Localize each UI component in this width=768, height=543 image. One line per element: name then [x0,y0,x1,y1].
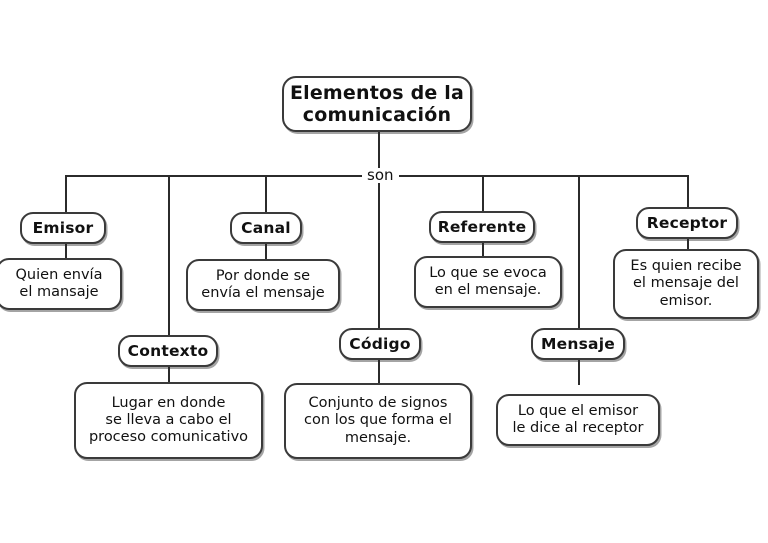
node-desc-contexto-text: Lugar en donde se lleva a cabo el proces… [88,394,249,446]
connector-drop-emisor [65,175,67,212]
connector-mensaje-to-desc [578,360,580,385]
node-root-label: Elementos de la comunicación [289,81,465,126]
node-heading-emisor-label: Emisor [32,218,94,237]
node-desc-codigo: Conjunto de signos con los que forma el … [284,383,472,459]
connector-canal-to-desc [265,244,267,262]
node-heading-referente-label: Referente [437,217,527,236]
node-heading-mensaje-label: Mensaje [541,334,615,353]
node-heading-canal-label: Canal [241,218,291,237]
connector-receptor-to-desc [687,239,689,253]
node-heading-receptor: Receptor [636,207,738,239]
node-heading-mensaje: Mensaje [531,328,625,360]
node-desc-referente-text: Lo que se evoca en el mensaje. [429,264,547,298]
node-desc-referente: Lo que se evoca en el mensaje. [414,256,562,308]
node-root-elementos-de-la-comunicacion: Elementos de la comunicación [282,76,472,132]
connector-drop-contexto [168,175,170,335]
node-desc-mensaje: Lo que el emisor le dice al receptor [496,394,660,446]
connector-referente-to-desc [482,243,484,259]
connector-drop-mensaje [578,175,580,328]
connector-codigo-to-desc [378,360,380,384]
node-desc-canal: Por donde se envía el mensaje [186,259,340,311]
node-heading-referente: Referente [429,211,535,243]
connector-emisor-to-desc [65,244,67,262]
node-desc-contexto: Lugar en donde se lleva a cabo el proces… [74,382,263,459]
node-heading-codigo: Código [339,328,421,360]
node-heading-contexto: Contexto [118,335,218,367]
connector-drop-codigo [378,175,380,328]
node-desc-emisor: Quien envía el mansaje [0,258,122,310]
node-heading-contexto-label: Contexto [127,341,209,360]
node-desc-emisor-text: Quien envía el mansaje [15,266,103,300]
connector-drop-referente [482,175,484,212]
connector-root-stem [378,132,380,176]
node-desc-canal-text: Por donde se envía el mensaje [201,267,325,301]
node-desc-receptor: Es quien recibe el mensaje del emisor. [613,249,759,319]
node-desc-codigo-text: Conjunto de signos con los que forma el … [304,395,452,446]
node-desc-receptor-text: Es quien recibe el mensaje del emisor. [630,258,742,309]
connector-contexto-to-desc [168,367,170,385]
node-heading-emisor: Emisor [20,212,106,244]
node-heading-receptor-label: Receptor [646,213,728,232]
node-desc-mensaje-text: Lo que el emisor le dice al receptor [512,402,644,436]
connector-drop-receptor [687,175,689,207]
connector-label-son: son [362,168,399,183]
node-heading-codigo-label: Código [349,334,411,353]
node-heading-canal: Canal [230,212,302,244]
connector-drop-canal [265,175,267,212]
